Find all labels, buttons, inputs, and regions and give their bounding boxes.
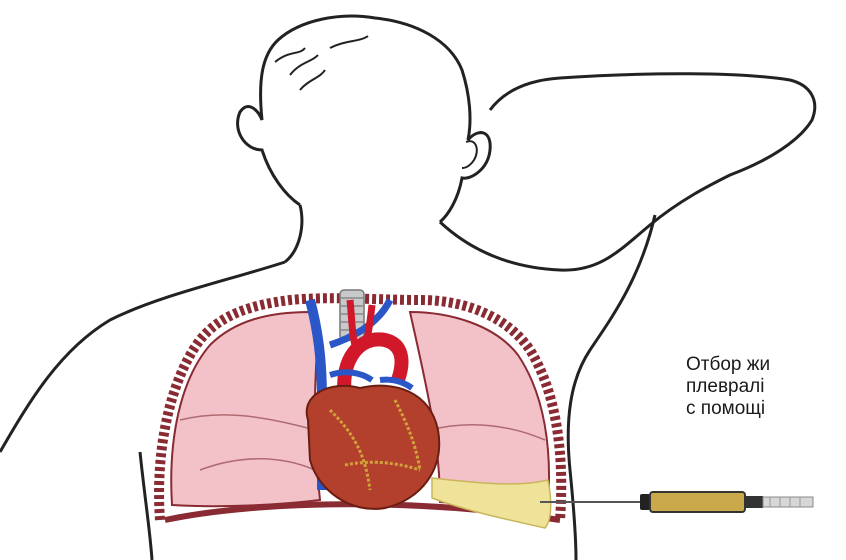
caption-line: Отбор жи [686, 354, 770, 376]
syringe [640, 492, 813, 512]
caption-line: с помощі [686, 398, 770, 420]
caption-line: плевралі [686, 376, 770, 398]
neck-and-raised-arm-outline [440, 74, 815, 270]
head-outline [238, 16, 491, 222]
heart [307, 386, 439, 509]
pleural-effusion [432, 478, 551, 528]
ear-outline [462, 141, 477, 168]
procedure-caption: Отбор жи плевралі с помощі [686, 354, 770, 420]
hair-strands [275, 36, 368, 90]
left-torso-outline [140, 452, 152, 560]
